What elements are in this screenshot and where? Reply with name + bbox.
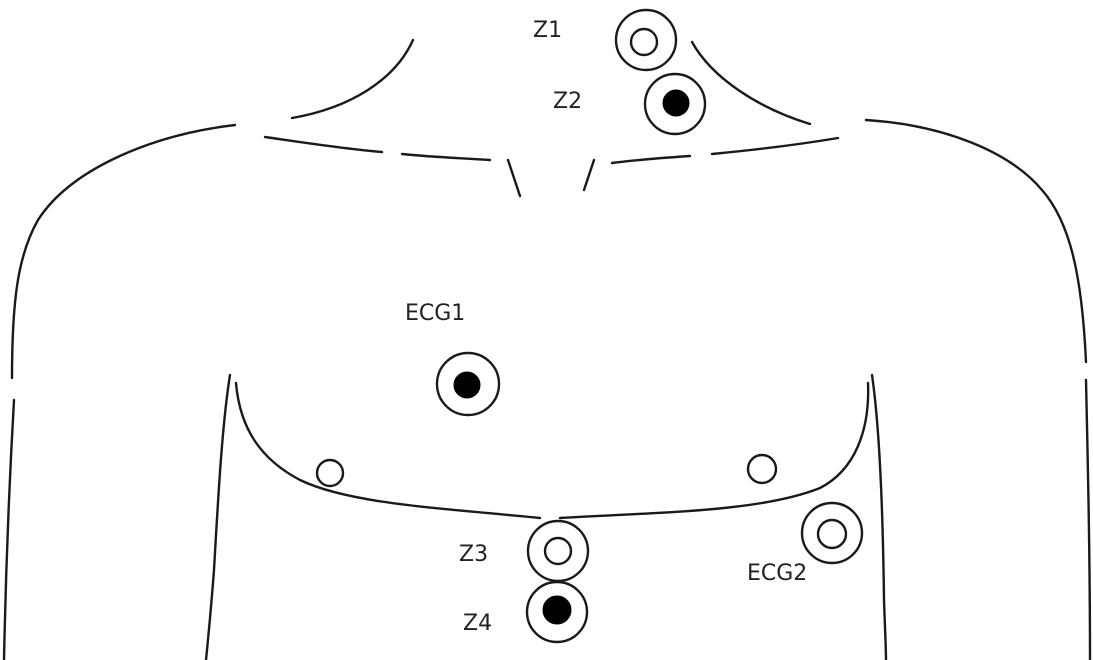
electrode-ecg2-center — [818, 520, 846, 548]
electrode-z1 — [616, 10, 676, 70]
sternal-notch-left — [508, 160, 520, 196]
neck-right-outline — [692, 42, 810, 124]
electrode-z3-label: Z3 — [459, 542, 488, 567]
electrode-z4 — [527, 582, 587, 642]
neck-left-outline — [292, 40, 413, 118]
electrode-z4-label: Z4 — [463, 611, 492, 636]
right-nipple — [748, 455, 776, 483]
collarbone-right-dash-2 — [712, 138, 838, 154]
electrode-z2 — [645, 74, 705, 134]
arm-right-outline — [1086, 380, 1090, 660]
collarbone-left-dash-1 — [265, 137, 382, 152]
sternal-notch-right — [584, 160, 594, 190]
electrode-z4-center — [543, 596, 571, 624]
pectoral-right-line — [560, 383, 868, 518]
chest-left-outline — [206, 375, 230, 660]
shoulder-right-outline — [866, 120, 1086, 362]
electrode-ecg2 — [802, 503, 862, 563]
collarbone-right-dash-1 — [612, 156, 690, 163]
electrode-ecg1 — [437, 353, 499, 415]
electrode-z1-center — [631, 29, 657, 55]
left-nipple — [317, 460, 343, 486]
shoulder-left-outline — [12, 125, 235, 378]
electrode-z2-center — [663, 90, 689, 116]
electrode-z2-label: Z2 — [553, 89, 582, 114]
collarbone-left-dash-2 — [402, 154, 490, 160]
electrode-z3-center — [545, 538, 571, 564]
electrode-z1-label: Z1 — [533, 18, 562, 43]
electrode-ecg1-label: ECG1 — [405, 301, 465, 326]
electrode-z3 — [528, 521, 588, 581]
chest-right-outline — [872, 375, 886, 660]
pectoral-left-line — [236, 383, 540, 518]
arm-left-outline — [4, 400, 14, 660]
electrode-ecg2-label: ECG2 — [747, 561, 807, 586]
electrode-ecg1-center — [454, 372, 480, 398]
